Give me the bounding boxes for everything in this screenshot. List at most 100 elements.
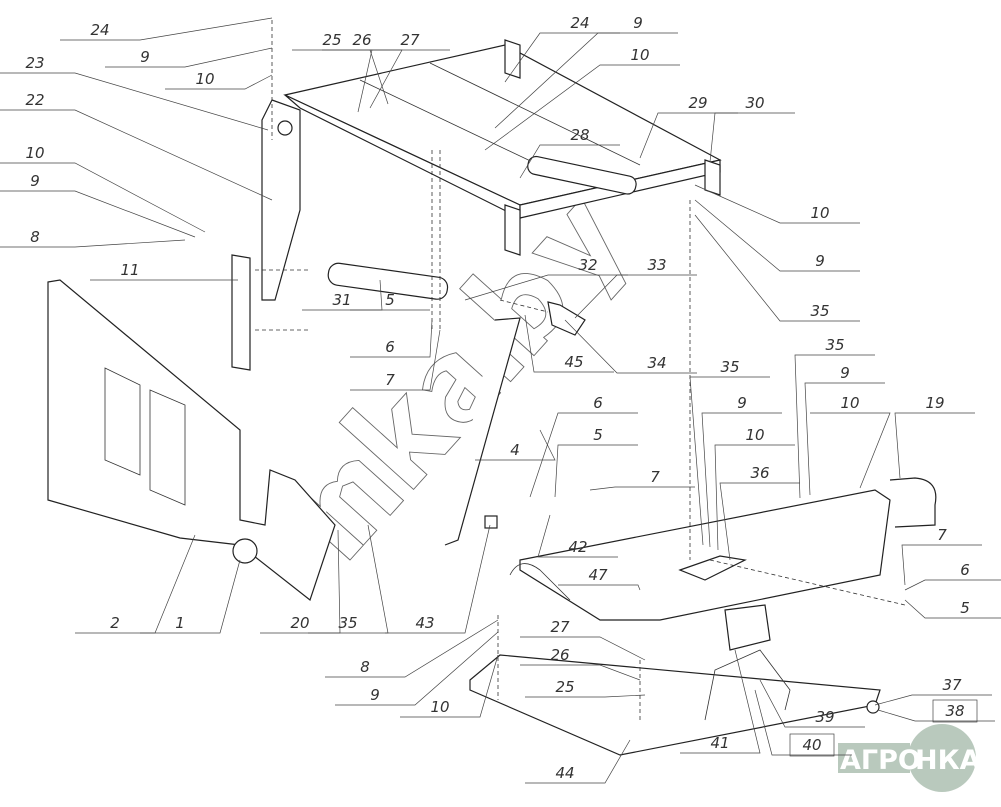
callout-41: 41: [680, 649, 761, 754]
callout-label: 35: [720, 358, 739, 376]
callout-label: 7: [937, 526, 947, 544]
callout-35: 35: [794, 336, 875, 499]
callout-label: 28: [570, 126, 589, 144]
callout-label: 19: [925, 394, 944, 412]
leader-line: [0, 239, 186, 248]
leader-line: [694, 199, 860, 272]
callout-label: 36: [750, 464, 769, 482]
leader-line: [350, 329, 441, 391]
callout-label: 29: [688, 94, 707, 112]
callout-label: 5: [593, 426, 603, 444]
callout-6: 6: [350, 319, 433, 358]
callout-label: 10: [25, 144, 44, 162]
leader-line: [484, 64, 680, 151]
callout-label: 5: [960, 599, 970, 617]
callout-39: 39: [759, 679, 865, 728]
callout-5: 5: [350, 291, 430, 311]
leader-line: [0, 162, 206, 233]
callout-label: 10: [195, 70, 214, 88]
callout-11: 11: [90, 261, 238, 281]
callout-8: 8: [0, 228, 186, 248]
leader-line: [140, 559, 241, 634]
leader-line: [335, 631, 499, 706]
leader-line: [105, 47, 273, 68]
mount-bracket: [547, 301, 586, 336]
leader-line: [639, 112, 738, 159]
callout-40: 40: [754, 689, 852, 757]
callout-label: 9: [140, 48, 150, 66]
agronka-logo: АГРО НКА: [838, 724, 981, 792]
callout-label: 38: [945, 702, 964, 720]
leader-line: [520, 664, 641, 681]
callout-label: 40: [802, 736, 821, 754]
leader-line: [524, 314, 614, 373]
callout-label: 10: [840, 394, 859, 412]
leader-line: [714, 444, 795, 551]
callout-44: 44: [525, 739, 631, 784]
callout-23: 23: [0, 54, 269, 131]
leader-line: [719, 482, 800, 561]
callout-label: 26: [550, 646, 569, 664]
leader-line: [537, 514, 618, 558]
callout-label: 6: [593, 394, 603, 412]
callout-25: 25: [525, 678, 646, 698]
callout-28: 28: [519, 126, 620, 179]
callout-label: 9: [815, 252, 825, 270]
assembly-lines: [255, 20, 906, 720]
callout-label: 27: [400, 31, 420, 49]
leader-line: [0, 190, 196, 238]
leader-line: [554, 444, 638, 498]
callout-10: 10: [484, 46, 680, 151]
watermark: [297, 197, 627, 561]
callout-24: 24: [60, 17, 273, 41]
callout-27: 27: [520, 618, 646, 661]
callout-label: 47: [588, 566, 608, 584]
callout-7: 7: [350, 329, 441, 391]
hinge-plate: [231, 254, 251, 371]
callout-label: 44: [555, 764, 574, 782]
leader-line: [874, 694, 992, 706]
leader-line: [165, 74, 273, 90]
leader-line: [754, 689, 852, 756]
leader-line: [369, 49, 450, 105]
callout-4: 4: [475, 429, 556, 461]
callout-36: 36: [719, 464, 800, 561]
leader-line: [0, 72, 269, 131]
callout-label: 33: [647, 256, 666, 274]
bumper-part: [509, 489, 891, 621]
label-box: [932, 699, 978, 723]
callout-10: 10: [714, 426, 795, 551]
callout-label: 35: [825, 336, 844, 354]
bracket-part: [261, 99, 301, 301]
leader-line: [894, 412, 975, 479]
leader-line: [494, 32, 678, 129]
side-panel-part: [47, 279, 336, 601]
leader-line: [529, 412, 638, 498]
leader-line: [475, 429, 556, 461]
leader-line: [904, 579, 1001, 591]
leader-line: [325, 619, 499, 678]
leader-line: [525, 694, 646, 698]
leader-line: [525, 739, 631, 784]
callout-43: 43: [385, 524, 491, 634]
callout-label: 9: [840, 364, 850, 382]
callout-label: 30: [745, 94, 764, 112]
leader-line: [504, 32, 620, 83]
callout-label: 32: [578, 256, 597, 274]
callout-label: 35: [338, 614, 357, 632]
callout-label: 9: [737, 394, 747, 412]
leader-line: [60, 17, 273, 41]
callout-label: 11: [120, 261, 139, 279]
callout-label: 10: [430, 698, 449, 716]
leader-line: [385, 524, 491, 634]
callout-34: 34: [564, 319, 697, 374]
callout-27: 27: [369, 31, 450, 105]
callout-22: 22: [0, 91, 273, 201]
knob: [232, 538, 258, 564]
callout-7: 7: [589, 468, 695, 491]
callout-label: 26: [352, 31, 371, 49]
callout-45: 45: [524, 314, 614, 373]
callout-label: 6: [960, 561, 970, 579]
